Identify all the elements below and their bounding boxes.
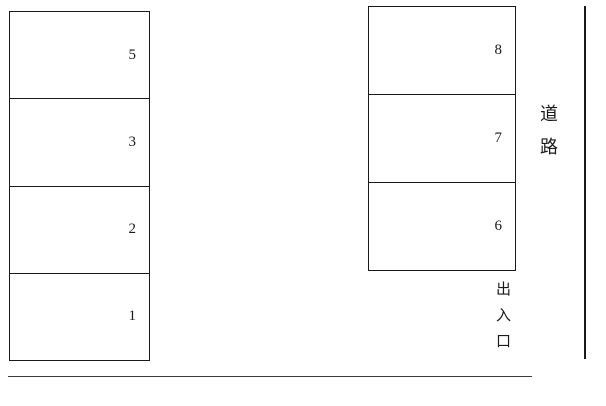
parking-space-1: 1 bbox=[10, 274, 149, 360]
space-number-8: 8 bbox=[494, 42, 503, 58]
parking-space-7: 7 bbox=[369, 95, 515, 183]
parking-space-5: 5 bbox=[10, 12, 149, 100]
space-number-5: 5 bbox=[128, 46, 137, 63]
parking-space-3: 3 bbox=[10, 99, 149, 187]
parking-space-8: 8 bbox=[369, 7, 515, 95]
boundary-line-bottom bbox=[8, 376, 532, 377]
space-number-1: 1 bbox=[128, 308, 137, 325]
space-number-6: 6 bbox=[494, 218, 503, 234]
parking-column-left: 5 3 2 1 bbox=[9, 11, 150, 361]
parking-column-right: 8 7 6 bbox=[368, 6, 516, 271]
space-number-3: 3 bbox=[128, 133, 137, 150]
space-number-2: 2 bbox=[128, 221, 137, 238]
parking-space-6: 6 bbox=[369, 183, 515, 270]
entrance-exit-label: 出入口 bbox=[494, 281, 510, 359]
space-number-7: 7 bbox=[494, 130, 503, 146]
road-edge-line bbox=[584, 6, 586, 359]
road-label: 道路 bbox=[538, 104, 558, 170]
parking-space-2: 2 bbox=[10, 187, 149, 274]
